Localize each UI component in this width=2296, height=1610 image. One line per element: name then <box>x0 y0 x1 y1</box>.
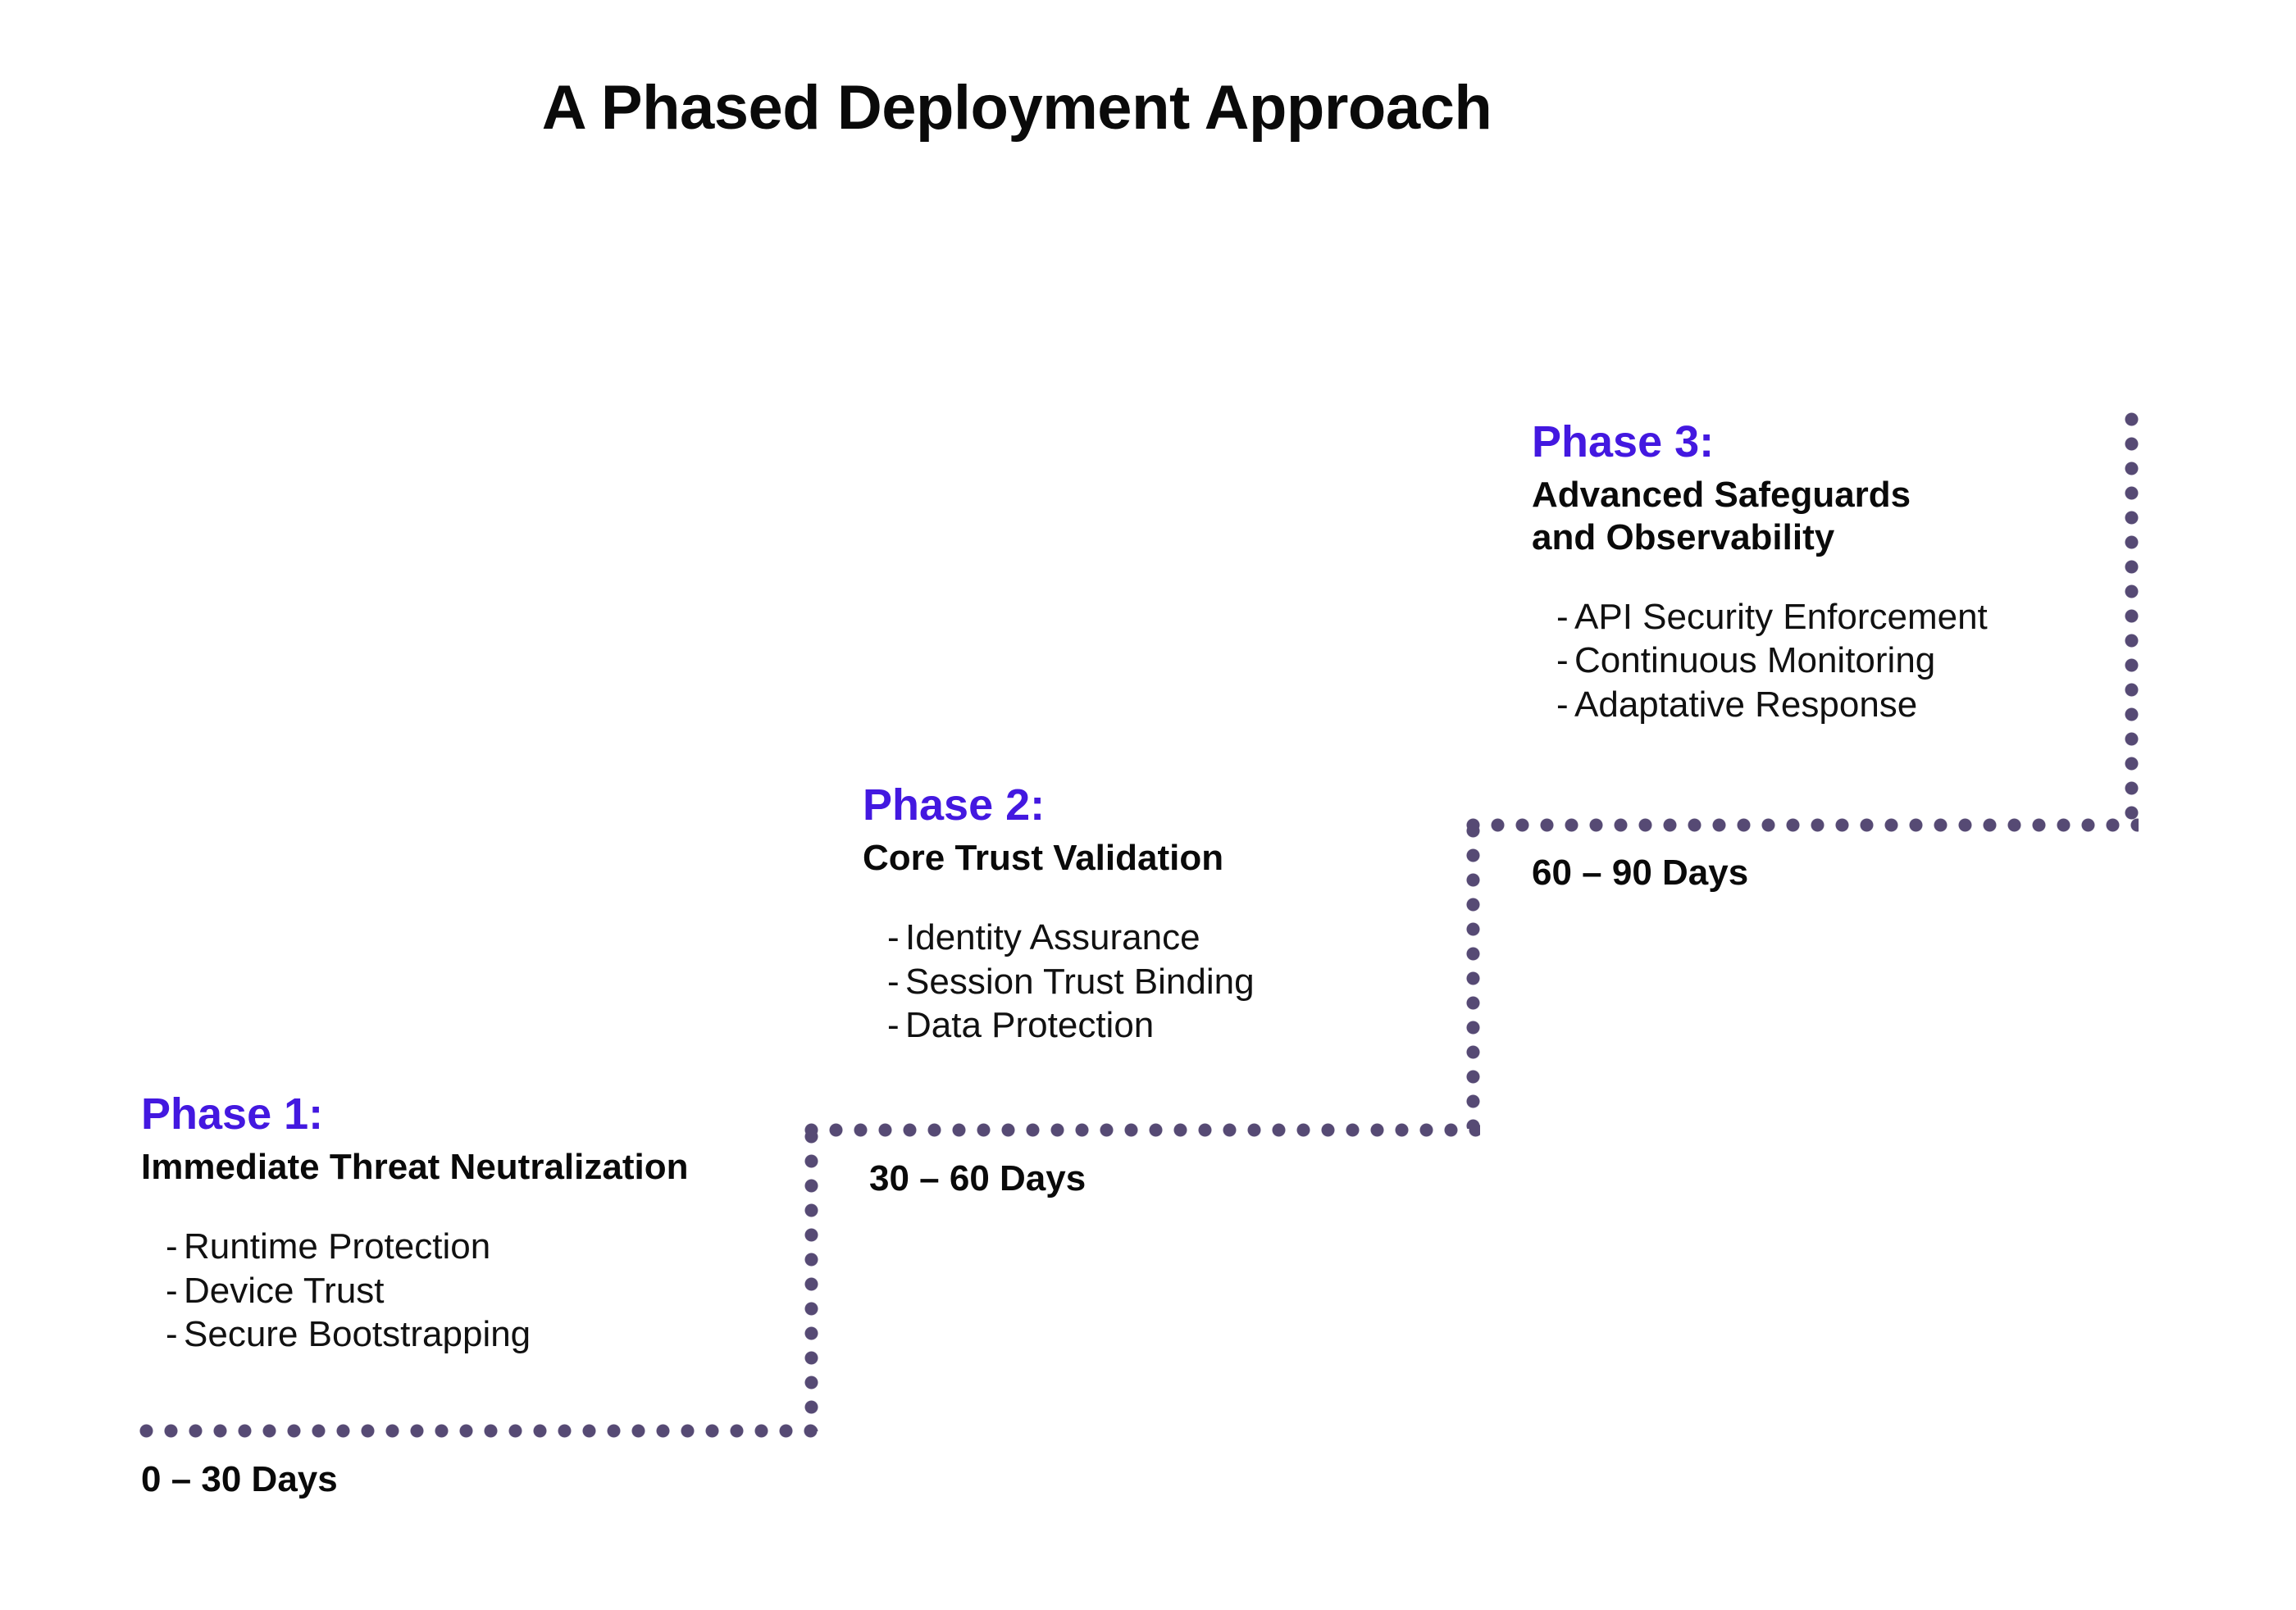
phase-3-bullet-label: Continuous Monitoring <box>1574 640 1936 681</box>
phase-3-heading: Phase 3: <box>1532 417 1715 466</box>
phase-1-subtitle: Immediate Threat Neutralization <box>141 1147 689 1187</box>
path-segment-phase1-to-phase2-riser <box>804 1130 818 1431</box>
phase-3-bullet-item: -Adaptative Response <box>1532 683 1988 727</box>
bullet-dash-icon: - <box>166 1314 178 1355</box>
path-segment-phase1-horizontal <box>139 1424 818 1438</box>
phase-1-bullet-item: -Secure Bootstrapping <box>141 1312 688 1357</box>
phase-2-duration-label: 30 – 60 Days <box>869 1158 1086 1198</box>
phase-1-bullet-item: -Runtime Protection <box>141 1225 688 1269</box>
bullet-dash-icon: - <box>166 1226 178 1267</box>
phase-2-subtitle: Core Trust Validation <box>863 838 1224 878</box>
bullet-dash-icon: - <box>887 916 900 957</box>
bullet-dash-icon: - <box>887 961 900 1002</box>
bullet-dash-icon: - <box>1556 684 1569 725</box>
phase-2-bullet-label: Session Trust Binding <box>905 961 1255 1002</box>
phase-1-duration-label: 0 – 30 Days <box>141 1459 338 1499</box>
path-segment-phase3-terminal-riser <box>2125 412 2139 822</box>
phase-1-bullet-label: Device Trust <box>184 1270 385 1311</box>
phase-block-3: Phase 3: Advanced Safeguards and Observa… <box>1532 420 1988 727</box>
phase-2-bullet-label: Identity Assurance <box>905 916 1200 957</box>
phase-3-subtitle: Advanced Safeguards <box>1532 475 1911 515</box>
phase-2-bullet-item: -Session Trust Binding <box>863 960 1255 1004</box>
phase-1-bullet-list: -Runtime Protection -Device Trust -Secur… <box>141 1225 688 1357</box>
phase-1-heading: Phase 1: <box>141 1089 324 1139</box>
path-segment-phase2-to-phase3-riser <box>1466 824 1480 1129</box>
phase-1-bullet-label: Secure Bootstrapping <box>184 1314 531 1355</box>
phase-2-bullet-list: -Identity Assurance -Session Trust Bindi… <box>863 916 1255 1048</box>
phase-2-bullet-item: -Data Protection <box>863 1003 1255 1048</box>
bullet-dash-icon: - <box>166 1270 178 1311</box>
bullet-dash-icon: - <box>1556 596 1569 637</box>
bullet-dash-icon: - <box>1556 640 1569 681</box>
phase-3-subtitle-line2: and Observability <box>1532 516 1835 557</box>
phase-2-bullet-label: Data Protection <box>905 1005 1155 1046</box>
phase-1-bullet-item: -Device Trust <box>141 1269 688 1313</box>
bullet-dash-icon: - <box>887 1005 900 1046</box>
phase-3-bullet-list: -API Security Enforcement -Continuous Mo… <box>1532 595 1988 727</box>
phase-2-heading: Phase 2: <box>863 780 1046 830</box>
phase-3-duration-label: 60 – 90 Days <box>1532 853 1749 893</box>
page-title: A Phased Deployment Approach <box>541 73 1492 143</box>
phase-1-bullet-label: Runtime Protection <box>184 1226 491 1267</box>
phase-block-1: Phase 1: Immediate Threat Neutralization… <box>141 1092 688 1357</box>
path-segment-phase2-horizontal <box>804 1123 1480 1137</box>
phase-3-bullet-item: -API Security Enforcement <box>1532 595 1988 639</box>
phase-3-bullet-label: Adaptative Response <box>1574 684 1918 725</box>
phase-2-bullet-item: -Identity Assurance <box>863 916 1255 960</box>
phase-block-2: Phase 2: Core Trust Validation -Identity… <box>863 783 1255 1048</box>
phase-3-bullet-item: -Continuous Monitoring <box>1532 639 1988 683</box>
path-segment-phase3-horizontal <box>1466 818 2139 832</box>
phase-3-bullet-label: API Security Enforcement <box>1574 596 1988 637</box>
